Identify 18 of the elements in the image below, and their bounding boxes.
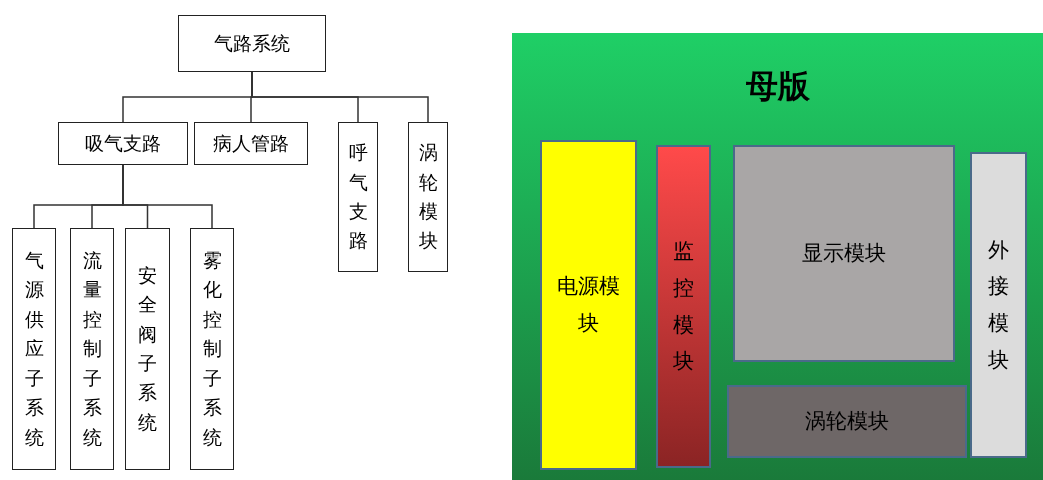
process-box: 雾化控制子系统: [190, 228, 234, 470]
module-block: 涡轮模块: [727, 385, 967, 458]
module-block: 显示模块: [733, 145, 955, 362]
connector-line: [251, 71, 429, 123]
process-box: 病人管路: [194, 122, 308, 165]
process-box: 涡轮模块: [408, 122, 448, 272]
process-box: 呼气支路: [338, 122, 378, 272]
process-box: 吸气支路: [58, 122, 188, 165]
connector-line: [122, 164, 213, 229]
process-box: 流量控制子系统: [70, 228, 114, 470]
process-box: 气源供应子系统: [12, 228, 56, 470]
panel-title: 母版: [745, 66, 810, 107]
process-box: 气路系统: [178, 15, 326, 72]
module-block: 外接模块: [970, 152, 1027, 458]
module-block: 监控模块: [656, 145, 711, 468]
board-panel: [512, 33, 1043, 480]
module-block: 电源模块: [540, 140, 637, 470]
process-box: 安全阀子系统: [125, 228, 170, 470]
